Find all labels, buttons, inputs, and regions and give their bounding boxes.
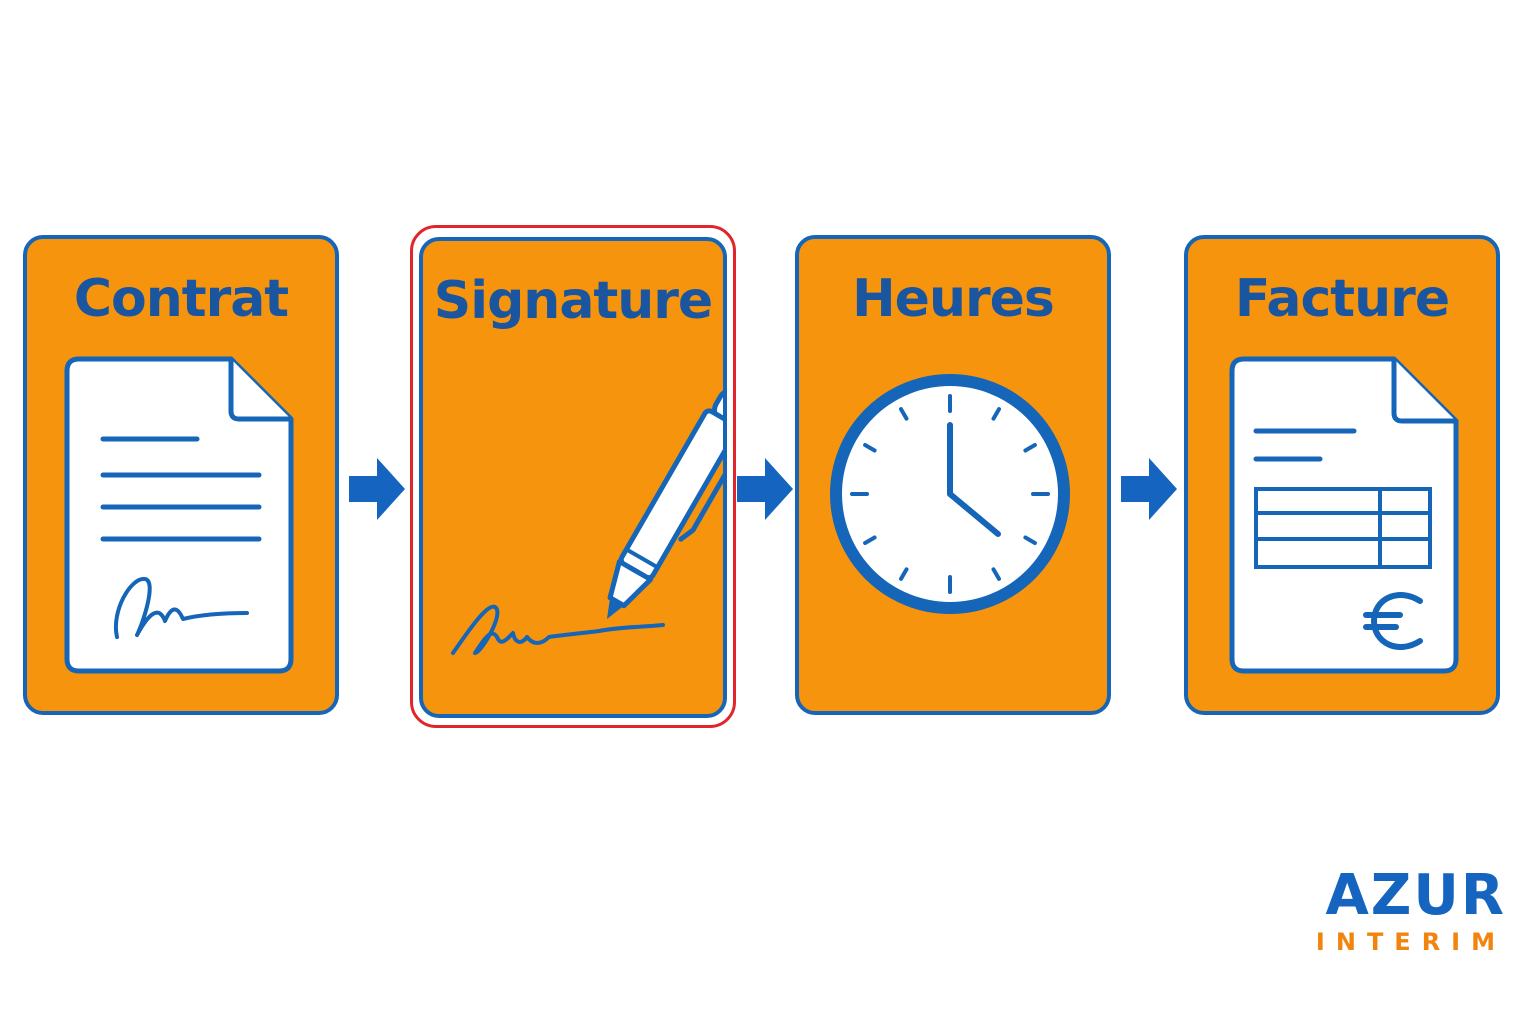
arrow-right-icon — [349, 458, 405, 520]
brand-tagline: INTERIM — [1315, 928, 1506, 956]
brand-logo: AZUR — [1325, 863, 1506, 928]
arrow-right-icon — [737, 458, 793, 520]
clock-icon — [830, 374, 1070, 614]
step-title: Facture — [1234, 269, 1450, 329]
pen-signature-icon — [451, 387, 723, 655]
step-card-heures: Heures — [795, 235, 1111, 715]
step-title: Heures — [852, 269, 1055, 329]
step-card-signature: Signature — [419, 237, 727, 718]
invoice-euro-icon — [1229, 356, 1459, 674]
step-card-contrat: Contrat — [23, 235, 339, 715]
contract-document-icon — [64, 356, 294, 674]
arrow-right-icon — [1121, 458, 1177, 520]
active-step-highlight — [410, 225, 736, 728]
step-title: Signature — [433, 271, 713, 331]
step-card-facture: Facture — [1184, 235, 1500, 715]
step-title: Contrat — [73, 269, 289, 329]
